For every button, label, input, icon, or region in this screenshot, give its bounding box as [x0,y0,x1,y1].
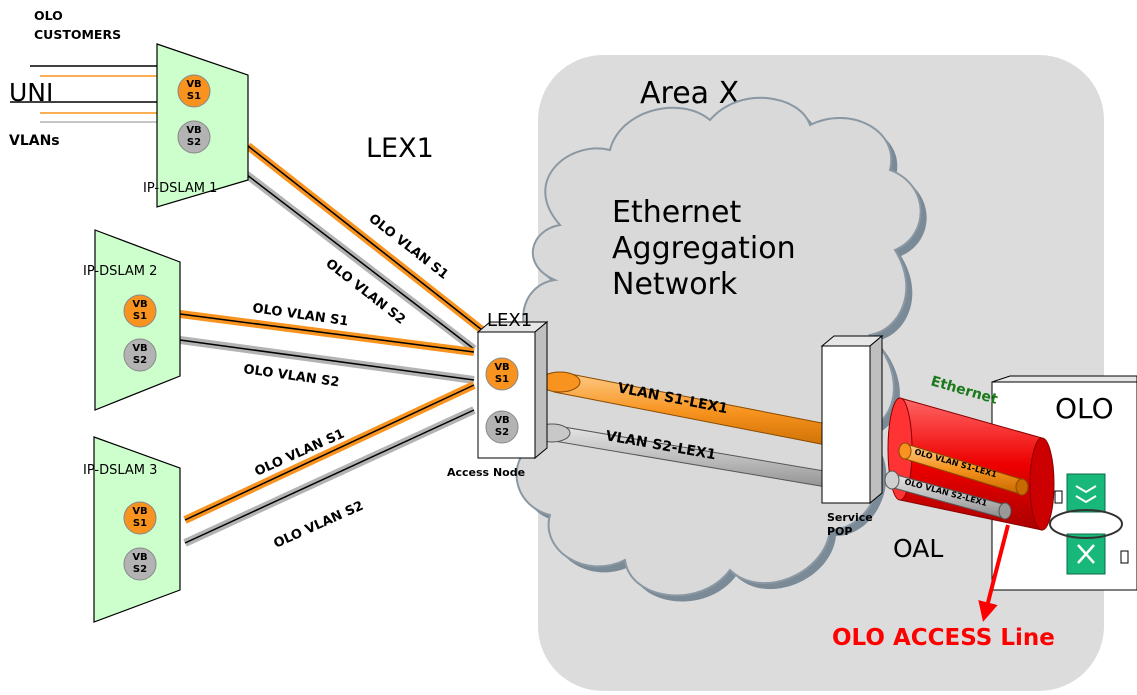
access-node-s1-text-a: VB [494,362,509,373]
service-pop [820,334,884,505]
dslam-1-s1-text-a: VB [186,79,201,90]
dslam-2-label: IP-DSLAM 2 [83,264,157,279]
dslam-1-label: IP-DSLAM 1 [143,181,217,196]
uni-label: UNI [9,78,53,107]
link-d1-s2 [235,164,477,353]
lex1-title: LEX1 [366,133,434,164]
link-d3-s2 [183,406,476,547]
link-d3-s1 [183,381,476,524]
cloud-label-2: Aggregation [612,231,796,266]
link-d2-s2 [179,336,475,384]
lex1-box-label: LEX1 [487,310,532,331]
router-switch-icon [1049,473,1129,575]
link-label-d3-s2: OLO VLAN S2 [272,499,366,552]
olo-tunnel-s1 [898,442,1029,496]
dslam-3-s2-text-b: S2 [133,564,147,575]
olo-access-arrow [978,524,1010,622]
link-label-d2-s2: OLO VLAN S2 [242,362,340,390]
access-node-s2-text-b: S2 [495,427,509,438]
cloud-label-1: Ethernet [612,195,741,230]
link-d2-s1 [179,310,475,356]
service-pop-label-2: POP [827,525,852,538]
dslam-1: VB S1 VB S2 IP-DSLAM 1 [143,43,249,208]
dslam-2: VB S1 VB S2 IP-DSLAM 2 [83,229,181,411]
dslam-3-label: IP-DSLAM 3 [83,463,157,478]
olo-tunnel-s2 [884,470,1012,520]
dslam-3-s1-text-a: VB [132,506,147,517]
dslam-3-s2-text-a: VB [132,552,147,563]
link-d1-s1 [245,142,485,334]
dslam-2-s2-text-a: VB [132,343,147,354]
dslam-1-s1-text-b: S1 [187,91,201,102]
dslam-2-s1-text-b: S1 [133,311,147,322]
oal-label: OAL [893,534,943,563]
dslam-2-s2-text-b: S2 [133,355,147,366]
dslam-2-s1-text-a: VB [132,299,147,310]
olo-customers-label-1: OLO [34,8,63,23]
service-pop-label-1: Service [827,511,873,524]
access-node-s1-text-b: S1 [495,374,509,385]
dslam-3: VB S1 VB S2 IP-DSLAM 3 [83,436,181,623]
access-node: VB S1 VB S2 [476,320,549,460]
olo-access-line-label: OLO ACCESS Line [832,625,1055,651]
cloud-label-3: Network [612,267,738,302]
olo-customers-label-2: CUSTOMERS [34,27,121,42]
vlans-label: VLANs [9,133,60,149]
dslam-1-s2-text-b: S2 [187,137,201,148]
area-x-label: Area X [640,76,739,111]
olo-box-label: OLO [1055,392,1114,425]
dslam-3-s1-text-b: S1 [133,518,147,529]
dslam-1-s2-text-a: VB [186,125,201,136]
access-node-label: Access Node [447,466,525,479]
access-node-s2-text-a: VB [494,415,509,426]
